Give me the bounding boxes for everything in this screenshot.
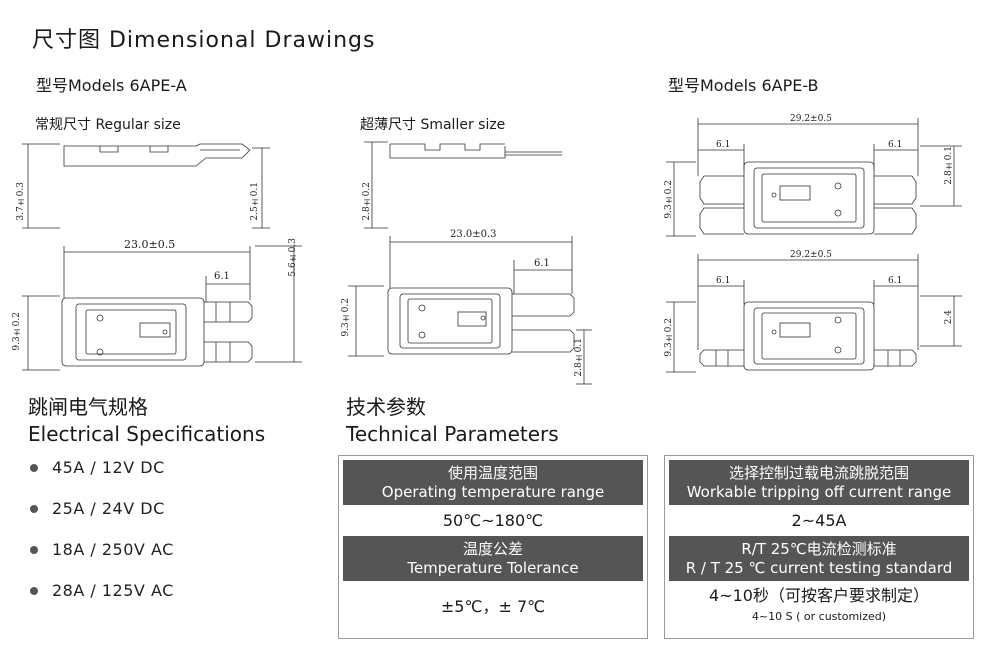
bullet-icon [30, 464, 38, 472]
current-range-value: 2~45A [791, 511, 847, 530]
dim-a-reg-h56: 5.6±0.3 [288, 238, 298, 277]
electrical-spec-heading: 跳闸电气规格 Electrical Specifications [28, 394, 265, 448]
b-top-drawing [666, 118, 962, 237]
a-smaller-side-view [364, 141, 562, 229]
temperature-table: 使用温度范围 Operating temperature range 50℃~1… [338, 455, 648, 639]
current-standard-value-en: 4~10 S ( or customized) [751, 610, 887, 623]
dim-a-reg-w61: 6.1 [214, 271, 230, 282]
dim-a-sm-h28b: 2.8±0.1 [574, 338, 584, 377]
a-regular-top-view [22, 245, 302, 371]
dim-a-sm-h93: 9.3±0.2 [341, 298, 351, 337]
dim-b2-w61l: 6.1 [716, 276, 731, 286]
dim-b1-h93: 9.3±0.2 [664, 180, 674, 219]
dim-b1-w292: 29.2±0.5 [790, 114, 832, 124]
smaller-size-label: 超薄尺寸 Smaller size [360, 117, 506, 133]
dim-a-sm-h28: 2.8±0.2 [362, 182, 372, 221]
dim-a-reg-h37: 3.7±0.3 [16, 182, 26, 221]
temp-range-header: 使用温度范围 Operating temperature range [343, 460, 643, 505]
dim-b2-w292: 29.2±0.5 [790, 250, 832, 260]
temp-tolerance-header: 温度公差 Temperature Tolerance [343, 536, 643, 581]
technical-params-heading: 技术参数 Technical Parameters [346, 394, 559, 448]
a-smaller-top-view [348, 236, 592, 385]
dim-a-reg-h93: 9.3±0.2 [12, 312, 22, 351]
bullet-icon [30, 505, 38, 513]
b-bottom-drawing [666, 254, 962, 373]
bullet-icon [30, 587, 38, 595]
dim-b2-h24: 2.4 [944, 310, 954, 325]
electrical-spec-title-cn: 跳闸电气规格 [28, 395, 148, 419]
temp-tolerance-value: ±5℃，± 7℃ [440, 597, 546, 616]
regular-size-label: 常规尺寸 Regular size [35, 117, 181, 133]
dim-b2-w61r: 6.1 [888, 276, 903, 286]
temp-range-value: 50℃~180℃ [442, 511, 544, 530]
current-standard-value: 4~10秒（可按客户要求制定） [709, 586, 929, 605]
current-range-header: 选择控制过载电流跳脱范围 Workable tripping off curre… [669, 460, 969, 505]
dim-b1-h28: 2.8±0.1 [944, 146, 954, 185]
page-title: 尺寸图 Dimensional Drawings [32, 28, 376, 53]
technical-params-title-cn: 技术参数 [346, 395, 426, 419]
current-table: 选择控制过载电流跳脱范围 Workable tripping off curre… [664, 455, 974, 639]
current-standard-header: R/T 25℃电流检测标准 R / T 25 ℃ current testing… [669, 536, 969, 581]
a-regular-side-view [22, 143, 270, 229]
list-item: 25A / 24V DC [28, 499, 174, 540]
bullet-icon [30, 546, 38, 554]
dim-a-sm-w230: 23.0±0.3 [450, 229, 497, 240]
technical-params-title-en: Technical Parameters [346, 422, 559, 446]
dimensional-drawings [22, 118, 962, 385]
list-item: 18A / 250V AC [28, 540, 174, 581]
list-item: 45A / 12V DC [28, 458, 174, 499]
dim-a-reg-w230: 23.0±0.5 [124, 238, 176, 251]
dim-a-sm-w61: 6.1 [534, 258, 550, 269]
electrical-spec-title-en: Electrical Specifications [28, 422, 266, 446]
electrical-spec-list: 45A / 12V DC 25A / 24V DC 18A / 250V AC … [28, 458, 174, 622]
model-b-label: 型号Models 6APE-B [668, 76, 819, 95]
dim-b2-h93: 9.3±0.2 [664, 318, 674, 357]
list-item: 28A / 125V AC [28, 581, 174, 622]
dim-b1-w61l: 6.1 [716, 140, 731, 150]
dim-a-reg-h25: 2.5±0.1 [250, 182, 260, 221]
model-a-label: 型号Models 6APE-A [36, 76, 187, 95]
dim-b1-w61r: 6.1 [888, 140, 903, 150]
